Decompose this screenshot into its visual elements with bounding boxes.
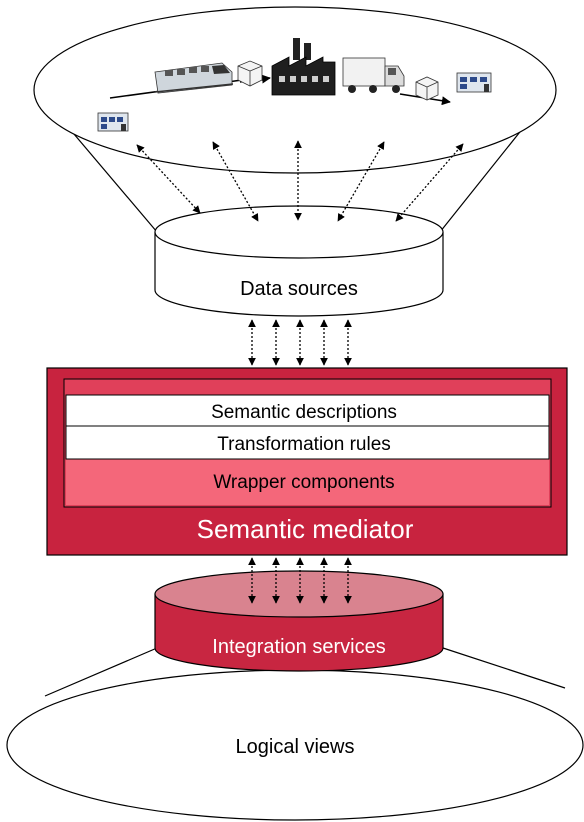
wrapper-components-panel	[66, 459, 549, 505]
source-link-arrow	[395, 143, 464, 222]
integration-services-label: Integration services	[212, 636, 385, 658]
funnel-side-right	[442, 647, 566, 689]
semantic-descriptions-box	[65, 394, 550, 427]
semantic-mediator-title: Semantic mediator	[197, 514, 414, 544]
building-icon	[456, 72, 492, 93]
package-icon	[415, 76, 439, 101]
funnel-side-left	[44, 647, 158, 697]
transformation-rules-box	[65, 425, 550, 460]
logical-views-label: Logical views	[236, 736, 355, 758]
truck-icon	[342, 57, 405, 93]
supply-chain-icons	[97, 38, 492, 132]
package-icon	[237, 60, 263, 87]
train-icon	[154, 62, 234, 94]
factory-icon	[271, 38, 336, 96]
wrapper-components-label: Wrapper components	[213, 472, 394, 493]
source-link-arrow	[212, 141, 259, 222]
data-sources-label: Data sources	[240, 278, 358, 300]
integration-services-cylinder: Integration services	[154, 570, 444, 672]
source-link-arrow	[136, 144, 201, 214]
source-link-arrow	[337, 141, 385, 222]
upper-connectors	[248, 319, 352, 366]
lower-connectors	[248, 557, 352, 604]
building-icon	[97, 112, 129, 132]
transformation-rules-label: Transformation rules	[217, 434, 391, 455]
data-sources-cylinder: Data sources	[154, 205, 444, 317]
semantic-descriptions-label: Semantic descriptions	[211, 402, 397, 423]
views-funnel: Logical views	[6, 647, 584, 821]
source-links	[136, 140, 464, 222]
semantic-mediator: Semantic descriptions Transformation rul…	[46, 367, 568, 556]
